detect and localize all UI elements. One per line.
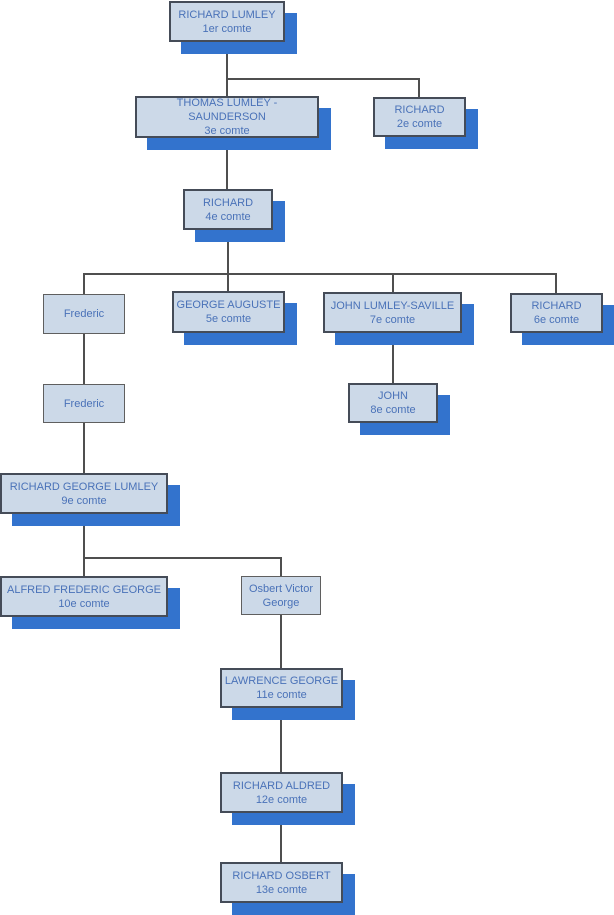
node-george-auguste-5e-comte[interactable]: GEORGE AUGUSTE 5e comte [172, 291, 285, 333]
node-john-lumley-saville-7e-comte[interactable]: JOHN LUMLEY-SAVILLE 7e comte [323, 292, 462, 333]
node-subtitle: 6e comte [533, 314, 580, 326]
node-subtitle: 12e comte [255, 793, 308, 806]
node-richard-george-lumley-9e-comte[interactable]: RICHARD GEORGE LUMLEY 9e comte [0, 473, 168, 514]
connector-line [227, 230, 229, 274]
connector-line [83, 273, 85, 294]
node-title: JOHN [378, 390, 408, 402]
node-subtitle: 9e comte [61, 494, 107, 507]
connector-line [280, 557, 282, 576]
node-john-8e-comte[interactable]: JOHN 8e comte [348, 383, 438, 423]
node-frederic[interactable]: Frederic [43, 294, 125, 334]
node-richard-2e-comte[interactable]: RICHARD 2e comte [373, 97, 466, 137]
node-title: RICHARD GEORGE LUMLEY [9, 480, 159, 493]
node-title: RICHARD [202, 196, 254, 209]
node-title: ALFRED FREDERIC GEORGE [6, 583, 162, 596]
connector-line [226, 42, 228, 96]
connector-line [83, 273, 557, 275]
connector-line [227, 273, 229, 291]
node-subtitle: 5e comte [205, 313, 252, 325]
node-title: JOHN LUMLEY-SAVILLE [330, 299, 455, 312]
connector-line [280, 813, 282, 862]
node-thomas-lumley-saunderson-3e-comte[interactable]: THOMAS LUMLEY -SAUNDERSON 3e comte [135, 96, 319, 138]
connector-line [83, 557, 85, 576]
node-subtitle: 4e comte [205, 210, 251, 223]
node-title: RICHARD [531, 300, 582, 312]
node-richard-osbert-13e-comte[interactable]: RICHARD OSBERT 13e comte [220, 862, 343, 903]
node-subtitle: 2e comte [396, 118, 443, 130]
node-title: Osbert Victor George [249, 582, 313, 609]
node-frederic-2[interactable]: Frederic [43, 384, 125, 423]
node-title: Frederic [63, 397, 105, 410]
connector-line [280, 708, 282, 772]
node-alfred-frederic-george-10e-comte[interactable]: ALFRED FREDERIC GEORGE 10e comte [0, 576, 168, 617]
node-subtitle: 7e comte [369, 313, 416, 326]
connector-line [280, 615, 282, 668]
node-title: RICHARD LUMLEY [178, 8, 276, 21]
node-subtitle: 3e comte [204, 125, 250, 137]
connector-line [226, 78, 420, 80]
connector-line [83, 514, 85, 559]
node-subtitle: 10e comte [58, 597, 110, 610]
connector-line [392, 333, 394, 383]
connector-line [418, 78, 420, 97]
node-richard-lumley-1er-comte[interactable]: RICHARD LUMLEY 1er comte [169, 1, 285, 42]
node-subtitle: 11e comte [256, 689, 307, 701]
node-subtitle: 13e comte [255, 883, 308, 896]
node-title: GEORGE AUGUSTE [176, 299, 281, 311]
connector-line [83, 423, 85, 473]
node-subtitle: 1er comte [202, 22, 252, 35]
connector-line [83, 557, 282, 559]
connector-line [226, 138, 228, 189]
node-title: RICHARD OSBERT [232, 869, 331, 882]
connector-line [83, 334, 85, 384]
node-lawrence-george-11e-comte[interactable]: LAWRENCE GEORGE 11e comte [220, 668, 343, 708]
node-richard-6e-comte[interactable]: RICHARD 6e comte [510, 293, 603, 333]
node-richard-aldred-12e-comte[interactable]: RICHARD ALDRED 12e comte [220, 772, 343, 813]
node-title: RICHARD [394, 104, 445, 116]
connector-line [392, 273, 394, 292]
node-title: THOMAS LUMLEY -SAUNDERSON [176, 97, 278, 123]
node-subtitle: 8e comte [370, 404, 416, 416]
connector-line [555, 273, 557, 293]
node-title: Frederic [63, 308, 105, 320]
node-title: LAWRENCE GEORGE [224, 675, 339, 687]
node-richard-4e-comte[interactable]: RICHARD 4e comte [183, 189, 273, 230]
node-osbert-victor-george[interactable]: Osbert Victor George [241, 576, 321, 615]
node-title: RICHARD ALDRED [232, 779, 331, 792]
